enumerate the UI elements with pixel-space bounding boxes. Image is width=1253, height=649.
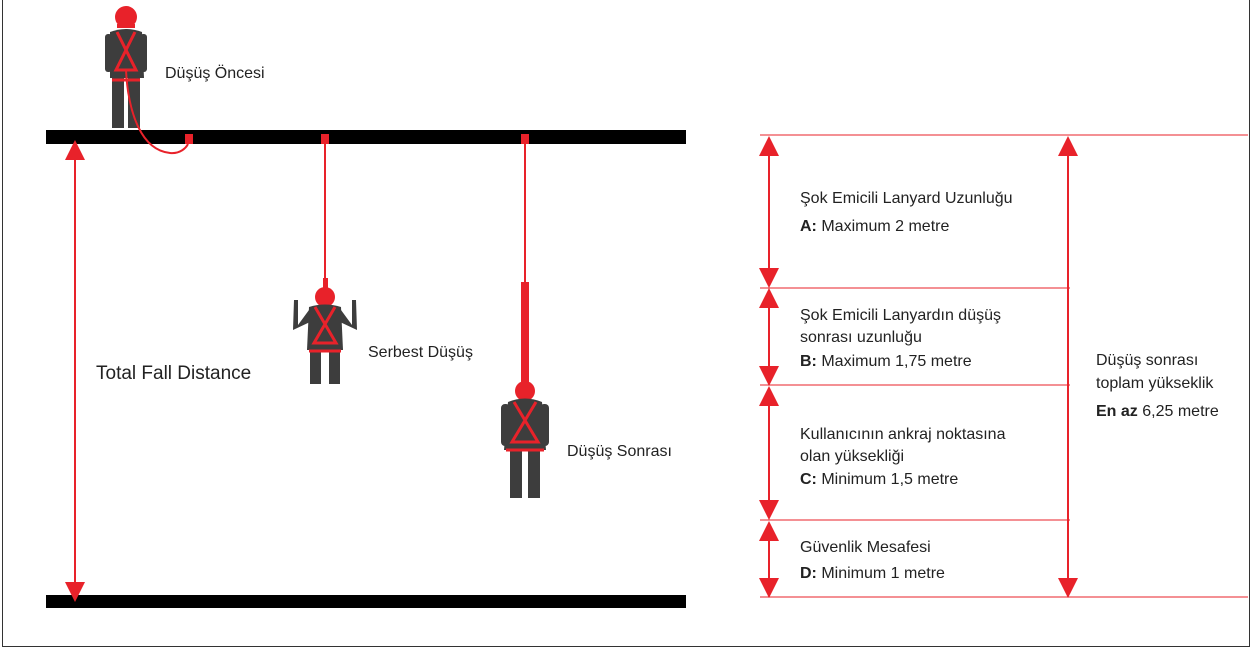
total-fall-distance-label: Total Fall Distance: [96, 363, 252, 384]
section-a-title: Şok Emicili Lanyard Uzunluğu: [800, 190, 1013, 207]
section-c-value: C: Minimum 1,5 metre: [800, 471, 959, 488]
anchor-point-icon: [321, 134, 329, 144]
worker-after-fall-icon: [501, 381, 549, 498]
free-fall-label: Serbest Düşüş: [368, 344, 473, 361]
section-b-title-2: sonrası uzunluğu: [800, 329, 922, 346]
section-c-title-2: olan yüksekliği: [800, 448, 905, 465]
section-b-title: Şok Emicili Lanyardın düşüş: [800, 307, 1001, 324]
anchor-point-icon: [521, 134, 529, 144]
total-title: Düşüş sonrası: [1096, 352, 1199, 369]
after-fall-label: Düşüş Sonrası: [567, 443, 672, 460]
ground-platform: [46, 595, 686, 608]
total-title-2: toplam yükseklik: [1096, 375, 1214, 392]
before-fall-label: Düşüş Öncesi: [165, 65, 265, 82]
section-a-value: A: Maximum 2 metre: [800, 218, 950, 235]
section-b-value: B: Maximum 1,75 metre: [800, 353, 972, 370]
worker-free-fall-icon: [293, 278, 357, 384]
anchor-point-icon: [185, 134, 193, 144]
section-c-title: Kullanıcının ankraj noktasına: [800, 426, 1006, 443]
worker-before-fall-icon: [105, 6, 189, 155]
section-d-title: Güvenlik Mesafesi: [800, 539, 931, 556]
section-d-value: D: Minimum 1 metre: [800, 565, 945, 582]
total-value: En az 6,25 metre: [1096, 403, 1219, 420]
